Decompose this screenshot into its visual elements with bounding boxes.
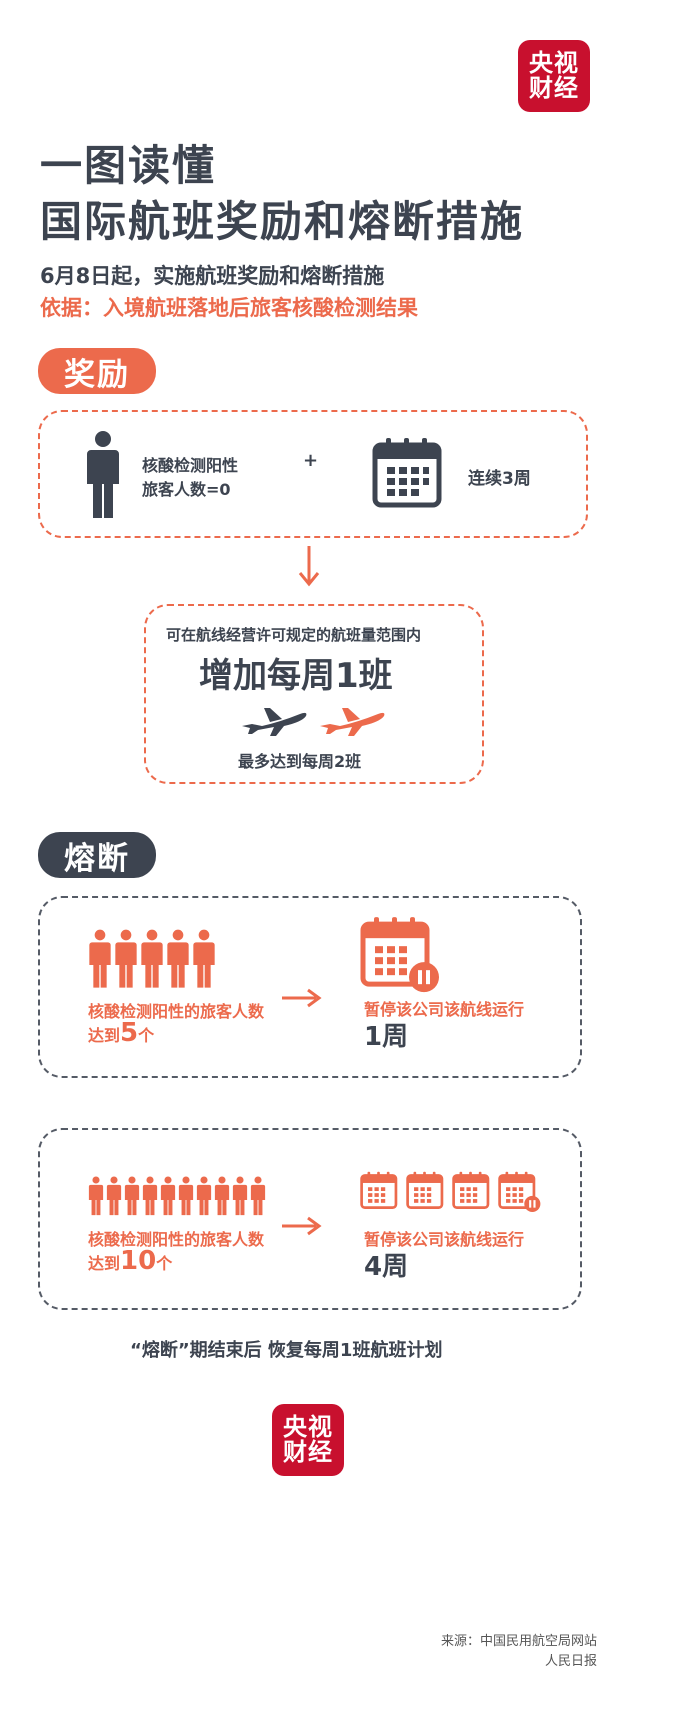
- source-line2: 人民日报: [544, 1654, 597, 1669]
- calendar-icon: [360, 1171, 398, 1209]
- plus-sign: +: [303, 450, 319, 471]
- reward-condition-line2: 旅客人数=0: [142, 480, 231, 499]
- reward-result-top: 可在航线经营许可规定的航班量范围内: [166, 626, 422, 644]
- person-icon: [115, 929, 137, 988]
- calendar-pause-icon: [360, 917, 439, 993]
- person-icon: [106, 1176, 122, 1216]
- logo-line2: 财经: [529, 74, 579, 102]
- person-icon: [142, 1176, 158, 1216]
- fuse-case1-condition-line1: 核酸检测阳性的旅客人数: [88, 1002, 265, 1021]
- logo-line1: 央视: [529, 48, 579, 77]
- subtitle: 6月8日起，实施航班奖励和熔断措施: [40, 264, 385, 288]
- footer-note: “熔断”期结束后 恢复每周1班航班计划: [130, 1340, 443, 1361]
- person-icon: [196, 1176, 212, 1216]
- fuse-case2-action: 暂停该公司该航线运行: [364, 1230, 525, 1249]
- reward-condition-line1: 核酸检测阳性: [142, 456, 239, 475]
- fuse-case2-duration: 4周: [364, 1252, 409, 1282]
- basis-text: 依据：入境航班落地后旅客核酸检测结果: [40, 296, 418, 320]
- fuse-case2-calendars: [360, 1170, 544, 1215]
- fuse-label: 熔断: [38, 832, 156, 878]
- calendar-icon: [452, 1171, 490, 1209]
- person-icon: [88, 1176, 104, 1216]
- person-icon: [193, 929, 215, 988]
- calendar-icon: [406, 1171, 444, 1209]
- fuse-case2-box: [38, 1128, 582, 1310]
- airplane-orange-icon: [320, 708, 385, 736]
- reward-condition-box: [38, 410, 588, 538]
- down-arrow-icon: [298, 546, 320, 587]
- calendar-icon: [372, 438, 442, 508]
- person-icon: [87, 431, 119, 518]
- person-icon: [178, 1176, 194, 1216]
- right-arrow-icon: [282, 988, 322, 1008]
- person-icon: [124, 1176, 140, 1216]
- calendar-pause-icon: [498, 1171, 541, 1212]
- fuse-case2-prefix: 达到: [88, 1254, 121, 1273]
- fuse-case1-people: [88, 924, 218, 990]
- reward-label: 奖励: [38, 348, 156, 394]
- right-arrow-icon: [282, 1216, 322, 1236]
- page-title-line2: 国际航班奖励和熔断措施: [40, 197, 525, 246]
- source-line1: 来源：中国民用航空局网站: [440, 1634, 597, 1649]
- person-icon: [214, 1176, 230, 1216]
- fuse-case1-calendars: [360, 914, 444, 998]
- fuse-case2-condition-line1: 核酸检测阳性的旅客人数: [88, 1230, 265, 1249]
- cctv-finance-logo-top: 央视 财经: [518, 40, 590, 112]
- fuse-case2-people: [88, 1172, 268, 1216]
- fuse-case2-number: 10: [120, 1246, 157, 1276]
- page-title-line1: 一图读懂: [40, 141, 217, 190]
- fuse-case1-duration: 1周: [364, 1022, 409, 1052]
- reward-result-main: 增加每周1班: [199, 656, 393, 696]
- person-icon: [232, 1176, 248, 1216]
- fuse-case1-unit: 个: [138, 1026, 155, 1045]
- person-icon: [160, 1176, 176, 1216]
- fuse-case2-condition-line2: 达到10个: [88, 1246, 172, 1276]
- person-icon: [141, 929, 163, 988]
- fuse-case1-prefix: 达到: [88, 1026, 121, 1045]
- logo-line2: 财经: [283, 1438, 333, 1466]
- fuse-case1-condition-line2: 达到5个: [88, 1018, 154, 1048]
- reward-result-box: [144, 604, 484, 784]
- airplane-dark-icon: [242, 708, 307, 736]
- fuse-case1-number: 5: [120, 1018, 139, 1048]
- fuse-case2-unit: 个: [156, 1254, 173, 1273]
- logo-line1: 央视: [283, 1412, 333, 1441]
- person-icon: [89, 929, 111, 988]
- fuse-case1-box: [38, 896, 582, 1078]
- person-icon: [250, 1176, 266, 1216]
- reward-result-bottom: 最多达到每周2班: [238, 752, 362, 771]
- person-icon: [167, 929, 189, 988]
- consecutive-weeks: 连续3周: [468, 469, 531, 489]
- fuse-case1-action: 暂停该公司该航线运行: [364, 1000, 525, 1019]
- cctv-finance-logo-bottom: 央视 财经: [272, 1404, 344, 1476]
